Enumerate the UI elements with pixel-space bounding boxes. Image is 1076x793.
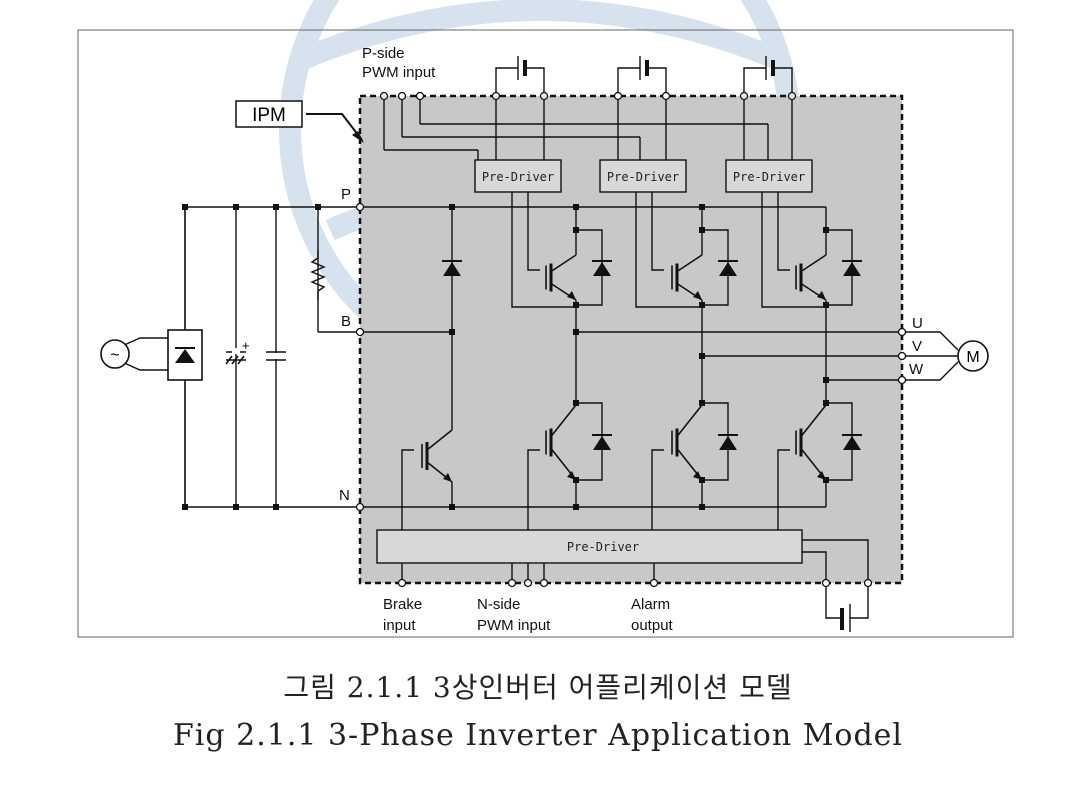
pre-driver-w [725,159,813,193]
pre-driver-boxes: Pre-Driver Pre-Driver Pre-Driver Pre-Dri… [376,159,813,564]
film-capacitor [266,351,286,361]
inverter-diagram: IPM P-side PWM input [77,0,1014,638]
brake-resistor [310,250,326,300]
diode-w-high-icon [842,260,862,276]
battery-icons [517,56,851,632]
terminal-n: N [339,487,350,504]
ipm-label-box [235,100,303,128]
pre-driver-bottom [376,529,803,564]
p-side-label-1: P-side [362,45,405,62]
brake-label-2: input [383,617,416,634]
brake-diode-icon [442,260,462,276]
pre-driver-u-label: Pre-Driver [482,170,554,184]
igbt-brake [421,429,453,483]
terminal-p: P [341,186,351,203]
output-v: V [912,338,922,355]
terminal-b: B [341,313,351,330]
n-side-label-1: N-side [477,596,520,613]
figure-frame [77,29,1014,638]
motor [957,340,989,372]
output-w: W [909,361,924,378]
terminal-circles [355,91,907,588]
ipm-pointer-arrow [352,131,364,143]
ipm-label: IPM [252,105,286,126]
pre-driver-u [474,159,562,193]
pre-driver-w-label: Pre-Driver [733,170,805,184]
diode-w-low-icon [842,434,862,450]
p-side-label-2: PWM input [362,64,436,81]
ac-source-symbol: ~ [110,347,119,364]
junction-dots [182,204,829,510]
pre-driver-v [599,159,687,193]
diode-v-low-icon [718,434,738,450]
ac-source [100,339,130,369]
diode-u-low-icon [592,434,612,450]
igbt-w-high [795,254,827,301]
pre-driver-bottom-label: Pre-Driver [567,540,639,554]
diode-u-high-icon [592,260,612,276]
diode-group [442,260,862,450]
alarm-label-1: Alarm [631,596,670,613]
igbt-u-high [545,254,577,301]
igbt-v-high [671,254,703,301]
output-u: U [912,315,923,332]
igbt-u-low [545,404,577,481]
ipm-pointer [306,113,363,141]
diode-v-high-icon [718,260,738,276]
n-side-label-2: PWM input [477,617,551,634]
caption-english: Fig 2.1.1 3-Phase Inverter Application M… [172,718,904,753]
alarm-label-2: output [631,617,674,634]
pre-driver-v-label: Pre-Driver [607,170,679,184]
capacitor-plus: + [242,338,250,353]
caption-korean: 그림 2.1.1 3상인버터 어플리케이션 모델 [283,671,793,704]
rectifier-diode-icon [175,349,195,363]
motor-label: M [966,349,979,366]
brake-label-1: Brake [383,596,422,613]
